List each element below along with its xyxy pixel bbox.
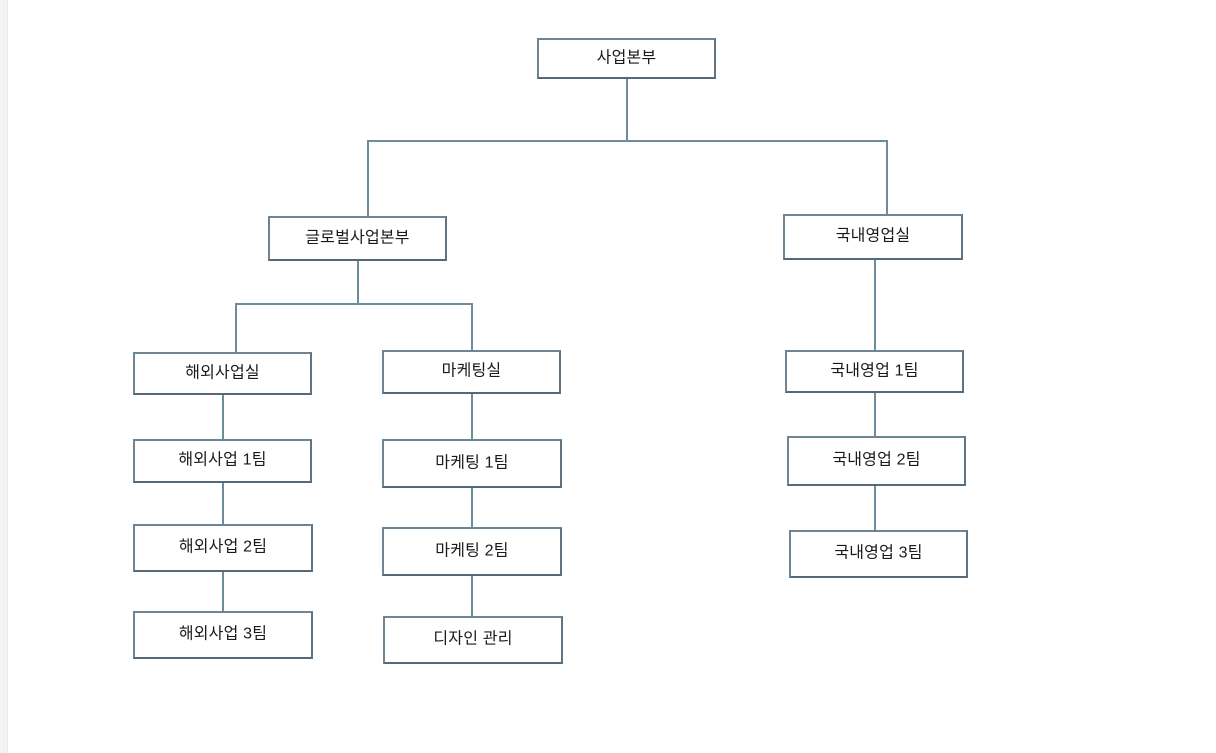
connector-domestic-team1-to-team2	[874, 392, 876, 436]
node-overseas-team-2[interactable]: 해외사업 2팀	[133, 524, 313, 572]
connector-domestic-div-to-team1	[874, 259, 876, 350]
node-overseas-team-1-label: 해외사업 1팀	[178, 451, 267, 469]
node-domestic-team-3-label: 국내영업 3팀	[834, 544, 923, 562]
node-domestic-team-1-label: 국내영업 1팀	[830, 362, 919, 379]
node-marketing-department-label: 마케팅실	[441, 362, 502, 380]
node-overseas-department-label: 해외사업실	[185, 364, 260, 381]
connector-domestic-team2-to-team3	[874, 486, 876, 531]
node-overseas-team-3[interactable]: 해외사업 3팀	[133, 611, 313, 659]
connector-level3-left-bus	[235, 303, 473, 305]
node-domestic-team-2[interactable]: 국내영업 2팀	[787, 436, 966, 486]
connector-to-marketing-dept	[471, 303, 473, 351]
node-marketing-team-2-label: 마케팅 2팀	[435, 542, 509, 559]
node-design-management-label: 디자인 관리	[433, 630, 513, 648]
connector-overseas-team2-to-team3	[222, 571, 224, 612]
connector-overseas-dept-to-team1	[222, 394, 224, 440]
node-marketing-department[interactable]: 마케팅실	[382, 350, 561, 394]
node-marketing-team-1-label: 마케팅 1팀	[435, 454, 509, 471]
connector-to-domestic-div	[886, 140, 888, 214]
node-marketing-team-1[interactable]: 마케팅 1팀	[382, 439, 562, 488]
node-marketing-team-2[interactable]: 마케팅 2팀	[382, 527, 562, 576]
connector-marketing-team2-to-design	[471, 575, 473, 617]
node-global-division[interactable]: 글로벌사업본부	[268, 216, 447, 261]
connector-marketing-dept-to-team1	[471, 393, 473, 440]
node-design-management[interactable]: 디자인 관리	[383, 616, 563, 664]
connector-global-div-down	[357, 260, 359, 304]
node-global-division-label: 글로벌사업본부	[305, 229, 410, 246]
connector-overseas-team1-to-team2	[222, 482, 224, 525]
connector-root-down	[626, 78, 628, 141]
node-overseas-team-2-label: 해외사업 2팀	[178, 538, 268, 556]
node-domestic-division-label: 국내영업실	[835, 227, 911, 245]
node-root-label: 사업본부	[596, 49, 657, 66]
connector-to-global-div	[367, 140, 369, 216]
node-overseas-department[interactable]: 해외사업실	[133, 352, 312, 395]
node-overseas-team-3-label: 해외사업 3팀	[178, 625, 268, 643]
node-domestic-division[interactable]: 국내영업실	[783, 214, 963, 260]
page-left-gutter	[0, 0, 8, 753]
connector-marketing-team1-to-team2	[471, 487, 473, 528]
connector-to-overseas-dept	[235, 303, 237, 353]
connector-level2-bus	[367, 140, 888, 142]
node-overseas-team-1[interactable]: 해외사업 1팀	[133, 439, 312, 483]
node-domestic-team-2-label: 국내영업 2팀	[832, 451, 921, 469]
node-domestic-team-1[interactable]: 국내영업 1팀	[785, 350, 964, 393]
node-domestic-team-3[interactable]: 국내영업 3팀	[789, 530, 968, 578]
node-root[interactable]: 사업본부	[537, 38, 716, 79]
